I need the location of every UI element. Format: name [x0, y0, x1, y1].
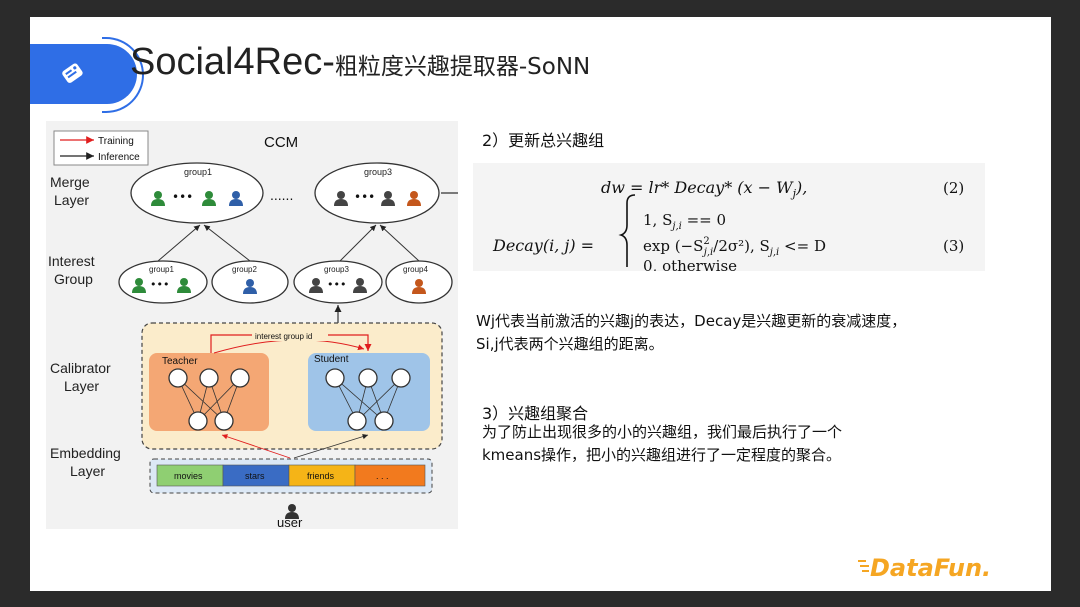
legend-box: [53, 130, 149, 166]
decay-case3: 0, otherwise: [643, 257, 737, 271]
interest-group4-label: group4: [403, 265, 428, 274]
formula-block: dw = lr* Decay* (x − Wj), (2) Decay(i, j…: [473, 163, 985, 275]
interest-to-merge-arrows: [157, 224, 420, 262]
embedding-stars-label: stars: [245, 471, 265, 481]
section3-heading: 3）兴趣组聚合: [482, 404, 589, 423]
merge-group3-more: •••: [354, 190, 375, 204]
decay-lhs: Decay(i, j) =: [492, 236, 594, 255]
interest-group3-label: group3: [324, 265, 349, 274]
interest-group1-label: group1: [149, 265, 174, 274]
legend-inference: Inference: [98, 152, 140, 163]
diagram-title: CCM: [264, 134, 298, 151]
merge-group1-more: •••: [172, 190, 193, 204]
user-label: user: [277, 515, 303, 529]
interest-group2-label: group2: [232, 265, 257, 274]
section3-body: 为了防止出现很多的小的兴趣组，我们最后执行了一个 kmeans操作，把小的兴趣组…: [482, 421, 1002, 467]
embedding-to-teacher-arrow: [221, 434, 291, 459]
interest-group1-more: •••: [150, 278, 169, 291]
section2-desc-line1: Wj代表当前激活的兴趣j的表达，Decay是兴趣更新的衰减速度，: [476, 312, 907, 330]
formula-decay-number: (3): [943, 237, 964, 255]
section2-desc-line2: Si,j代表两个兴趣组的距离。: [476, 335, 664, 353]
merge-group1: [130, 162, 264, 224]
brand-badge-icon: [62, 63, 83, 83]
legend-training: Training: [98, 136, 134, 147]
merge-group3-label: group3: [364, 167, 392, 177]
title-suffix: 粗粒度兴趣提取器-SoNN: [334, 54, 591, 80]
embedding-more-label: . . .: [376, 471, 389, 481]
interest-group3-more: •••: [327, 278, 346, 291]
formula-dw: dw = lr* Decay* (x − Wj),: [601, 178, 807, 200]
slide: Social4Rec-粗粒度兴趣提取器-SoNN Training Infere…: [30, 17, 1051, 591]
formula-dw-number: (2): [943, 179, 964, 197]
embedding-movies-label: movies: [174, 471, 203, 481]
merge-group1-label: group1: [184, 167, 212, 177]
student-label: Student: [314, 354, 349, 365]
slide-title: Social4Rec-粗粒度兴趣提取器-SoNN: [130, 41, 590, 91]
interest-group-id-label: interest group id: [255, 332, 312, 341]
decay-brace: [618, 194, 636, 267]
merge-ellipsis: ......: [270, 187, 293, 203]
interest-group-id-label-bg: [252, 330, 328, 341]
teacher-label: Teacher: [162, 356, 198, 367]
section2-heading: 2）更新总兴趣组: [482, 131, 605, 150]
embedding-to-student-arrow: [293, 434, 369, 459]
datafun-logo: DataFun.: [858, 554, 991, 581]
datafun-logo-text: DataFun.: [870, 554, 991, 581]
title-main: Social4Rec-: [130, 41, 335, 83]
merge-group3: [314, 162, 440, 224]
section3-line2: kmeans操作，把小的兴趣组进行了一定程度的聚合。: [482, 446, 842, 464]
embedding-more: [354, 464, 426, 487]
embedding-friends-label: friends: [307, 471, 335, 481]
formula-svg: dw = lr* Decay* (x − Wj), (2) Decay(i, j…: [492, 178, 964, 275]
decay-case1: 1, Sj,i == 0: [643, 211, 726, 232]
section3-line1: 为了防止出现很多的小的兴趣组，我们最后执行了一个: [482, 423, 843, 441]
section2-description: Wj代表当前激活的兴趣j的表达，Decay是兴趣更新的衰减速度， Si,j代表两…: [476, 310, 1036, 356]
